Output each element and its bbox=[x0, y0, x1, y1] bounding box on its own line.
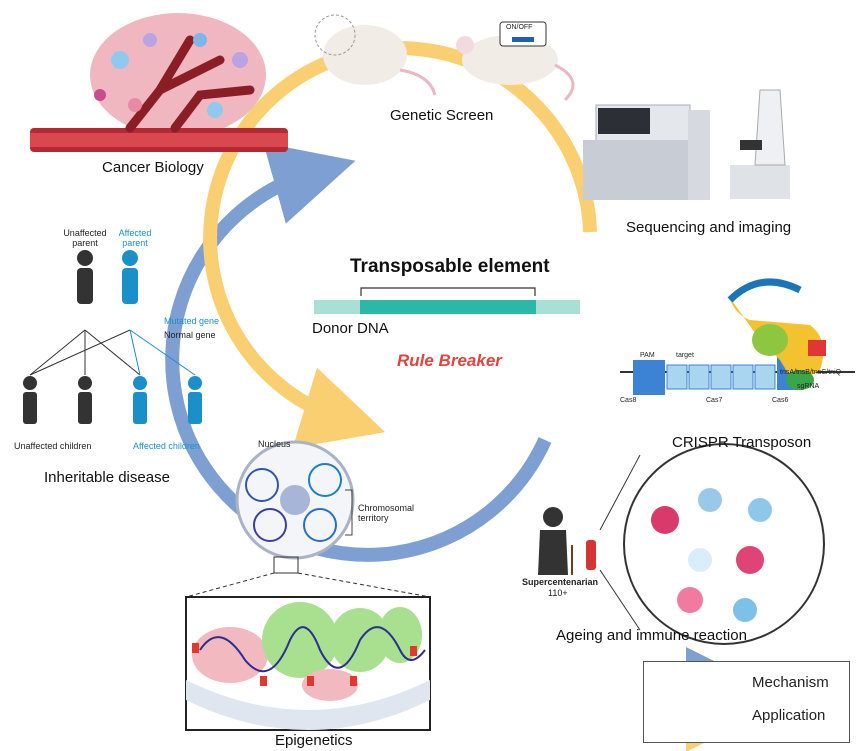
sequencing-label: Sequencing and imaging bbox=[626, 219, 792, 236]
ageing-label: Ageing and immune reaction bbox=[556, 627, 747, 644]
normal-gene-label: Normal gene bbox=[164, 330, 216, 340]
center-title: Transposable element bbox=[350, 256, 550, 277]
pam-label: PAM bbox=[640, 352, 655, 359]
donor-dna-label: Donor DNA bbox=[312, 320, 389, 337]
mutated-gene-label: Mutated gene bbox=[164, 316, 220, 326]
ageing-illustration bbox=[538, 443, 825, 645]
affected-children-label: Affected children bbox=[133, 441, 200, 451]
target-label: target bbox=[676, 352, 694, 359]
donor-dna bbox=[314, 287, 580, 314]
tns-label: tnsA/tnsB/tnsC/tniQ bbox=[780, 369, 842, 376]
age-label: 110+ bbox=[548, 588, 568, 598]
on-off-label: ON/OFF bbox=[506, 24, 533, 31]
affected-parent-label: Affected parent bbox=[118, 228, 152, 248]
sgrna-label: sgRNA bbox=[797, 383, 820, 390]
supercentenarian-label: Supercentenarian bbox=[522, 577, 599, 587]
epigenetics-label: Epigenetics bbox=[275, 732, 353, 749]
inheritable-label: Inheritable disease bbox=[44, 469, 170, 486]
cas7-label: Cas7 bbox=[706, 397, 723, 404]
sequencing-illustration bbox=[583, 89, 790, 200]
cancer-biology-label: Cancer Biology bbox=[102, 159, 204, 176]
application-arc bbox=[203, 41, 597, 448]
cas8-label: Cas8 bbox=[620, 397, 637, 404]
mouse-illustrations bbox=[314, 14, 575, 102]
unaffected-parent-label: Unaffected parent bbox=[63, 228, 107, 248]
nucleus-illustration bbox=[185, 440, 431, 598]
crispr-illustration bbox=[620, 278, 855, 395]
tagline: Rule Breaker bbox=[397, 351, 502, 370]
cas6-label: Cas6 bbox=[772, 397, 789, 404]
territory-label: Chromosomal territory bbox=[358, 503, 415, 523]
cancer-illustration bbox=[30, 13, 288, 152]
crispr-label: CRISPR Transposon bbox=[672, 434, 812, 451]
nucleus-label: Nucleus bbox=[258, 439, 291, 449]
legend bbox=[643, 661, 850, 743]
epigenetics-zoom bbox=[185, 596, 431, 731]
legend-application-label: Application bbox=[752, 707, 826, 724]
genetic-screen-label: Genetic Screen bbox=[390, 107, 494, 124]
legend-mechanism-label: Mechanism bbox=[752, 674, 829, 691]
unaffected-children-label: Unaffected children bbox=[14, 441, 92, 451]
inheritance-illustration bbox=[23, 250, 202, 424]
